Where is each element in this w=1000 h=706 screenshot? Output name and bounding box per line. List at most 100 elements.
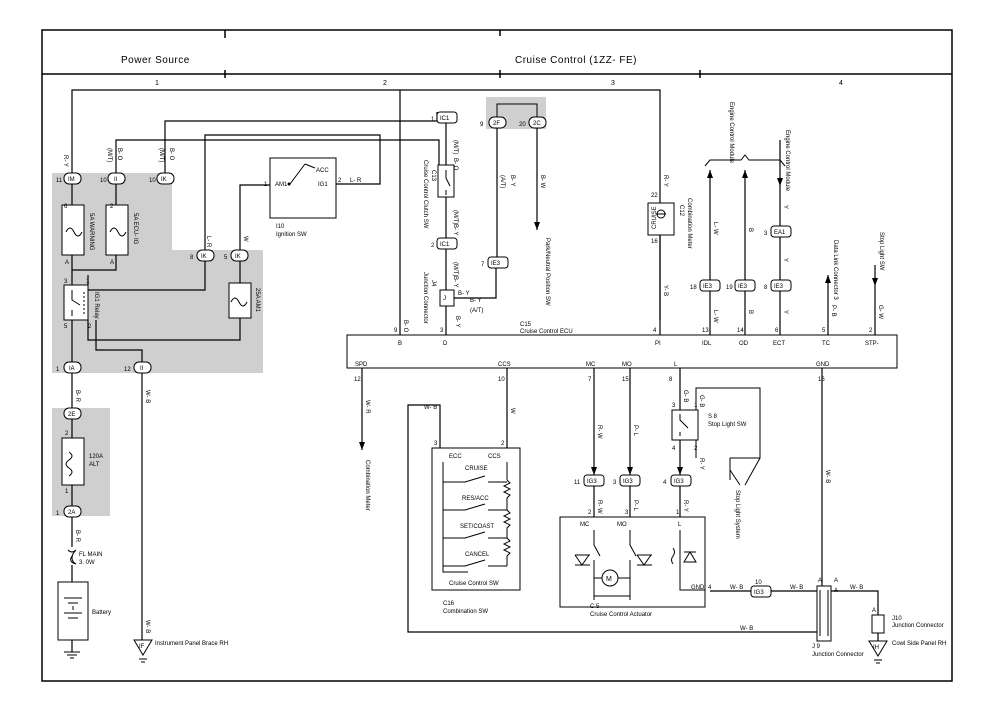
svg-text:Stop Light SW: Stop Light SW xyxy=(878,232,884,271)
svg-text:Y: Y xyxy=(782,310,788,314)
svg-text:CRUISE: CRUISE xyxy=(465,466,488,472)
svg-text:G- W: G- W xyxy=(877,305,883,319)
svg-text:W- B: W- B xyxy=(740,626,753,632)
svg-text:J: J xyxy=(443,296,446,302)
svg-text:STP-: STP- xyxy=(865,341,879,347)
svg-text:25A AM1: 25A AM1 xyxy=(254,288,260,313)
svg-text:B- Y: B- Y xyxy=(452,276,458,288)
svg-text:4: 4 xyxy=(708,585,712,591)
svg-text:2: 2 xyxy=(338,178,342,184)
svg-text:1: 1 xyxy=(65,489,69,495)
svg-text:B- W: B- W xyxy=(539,175,545,189)
svg-text:3: 3 xyxy=(613,480,617,486)
svg-text:IG1 Relay: IG1 Relay xyxy=(93,292,99,319)
ecu-bottom-terminals: SPD 12 CCS 10 MC 7 MO 15 L 8 GND 16 xyxy=(354,362,830,383)
svg-text:B- O: B- O xyxy=(116,148,122,161)
svg-text:W- B: W- B xyxy=(730,585,743,591)
svg-text:2: 2 xyxy=(88,324,92,330)
wire-lr-b xyxy=(335,150,381,185)
wire-lr xyxy=(204,134,381,255)
svg-text:13: 13 xyxy=(702,328,709,334)
svg-text:P- L: P- L xyxy=(632,425,638,437)
svg-text:10: 10 xyxy=(755,580,762,586)
connector-ie3-od: IE3 xyxy=(734,279,756,292)
svg-text:MC: MC xyxy=(580,522,590,528)
svg-text:IM: IM xyxy=(68,177,75,183)
svg-text:IDL: IDL xyxy=(702,341,712,347)
svg-text:GND: GND xyxy=(691,585,705,591)
svg-text:(A/T): (A/T) xyxy=(470,308,483,314)
svg-text:Cruise Control ECU: Cruise Control ECU xyxy=(520,329,573,335)
svg-text:S 8: S 8 xyxy=(708,414,718,420)
connector-ig3-gnd: IG3 xyxy=(750,585,772,598)
connector-2a: 2A xyxy=(63,505,82,518)
svg-text:ALT: ALT xyxy=(89,462,100,468)
svg-text:II: II xyxy=(114,177,118,183)
svg-text:IE3: IE3 xyxy=(738,284,748,290)
svg-text:IK: IK xyxy=(161,177,167,183)
svg-text:II: II xyxy=(140,366,144,372)
svg-text:L- W: L- W xyxy=(712,222,718,235)
connector-im: IM xyxy=(63,172,82,185)
connector-ik-right: IK xyxy=(230,249,249,262)
solenoid xyxy=(671,547,675,565)
svg-text:Cowl Side Panel RH: Cowl Side Panel RH xyxy=(892,641,946,647)
svg-text:Junction Connector: Junction Connector xyxy=(422,272,428,324)
svg-text:6: 6 xyxy=(775,328,779,334)
svg-text:CANCEL: CANCEL xyxy=(465,552,490,558)
svg-text:A: A xyxy=(818,578,822,584)
svg-text:A: A xyxy=(65,260,69,266)
svg-text:12: 12 xyxy=(124,367,131,373)
svg-text:R- Y: R- Y xyxy=(662,175,668,187)
svg-text:IF: IF xyxy=(139,644,145,650)
svg-text:Cruise Control SW: Cruise Control SW xyxy=(449,581,499,587)
svg-text:1: 1 xyxy=(676,510,680,516)
column-3: 3 xyxy=(611,80,615,87)
svg-text:L: L xyxy=(678,522,682,528)
svg-text:R- Y: R- Y xyxy=(62,155,68,167)
svg-text:4: 4 xyxy=(653,328,657,334)
column-4: 4 xyxy=(839,80,843,87)
svg-text:4: 4 xyxy=(663,480,667,486)
cruise-control-actuator xyxy=(559,516,706,608)
svg-text:A: A xyxy=(110,260,114,266)
svg-text:C 5: C 5 xyxy=(590,604,600,610)
svg-text:IK: IK xyxy=(201,254,207,260)
fusible-link xyxy=(67,549,77,565)
svg-text:4: 4 xyxy=(672,446,676,452)
battery xyxy=(57,581,89,641)
svg-text:B- Y: B- Y xyxy=(509,175,515,187)
svg-text:Junction Connector: Junction Connector xyxy=(892,623,944,629)
svg-text:(M/T): (M/T) xyxy=(452,210,458,224)
svg-text:18: 18 xyxy=(690,285,697,291)
svg-text:B: B xyxy=(747,228,753,232)
svg-text:8: 8 xyxy=(190,255,194,261)
svg-text:Combination SW: Combination SW xyxy=(443,609,488,615)
svg-text:IE3: IE3 xyxy=(774,284,784,290)
svg-text:C12: C12 xyxy=(678,205,684,217)
svg-text:9: 9 xyxy=(480,122,484,128)
diode-mo xyxy=(636,554,652,566)
svg-text:16: 16 xyxy=(651,239,658,245)
svg-text:J4: J4 xyxy=(430,280,436,287)
svg-text:OD: OD xyxy=(739,341,749,347)
svg-text:B: B xyxy=(398,341,402,347)
svg-text:10: 10 xyxy=(149,178,156,184)
svg-text:W: W xyxy=(242,236,248,242)
svg-text:Cruise Control Actuator: Cruise Control Actuator xyxy=(590,612,652,618)
connector-ic1-mid: IC1 xyxy=(436,237,458,250)
svg-text:P- L: P- L xyxy=(632,500,638,512)
outer-frame xyxy=(41,29,953,682)
svg-text:B- O: B- O xyxy=(452,158,458,171)
svg-text:B- Y: B- Y xyxy=(470,298,482,304)
svg-text:ACC: ACC xyxy=(316,168,329,174)
svg-text:7: 7 xyxy=(588,377,592,383)
connector-ii-bot: II xyxy=(133,361,152,374)
svg-text:W- B: W- B xyxy=(144,620,150,633)
svg-text:3: 3 xyxy=(625,510,629,516)
svg-text:1: 1 xyxy=(264,182,268,188)
wire-w xyxy=(239,184,270,255)
svg-text:B- Y: B- Y xyxy=(452,224,458,236)
svg-text:2E: 2E xyxy=(68,412,75,418)
